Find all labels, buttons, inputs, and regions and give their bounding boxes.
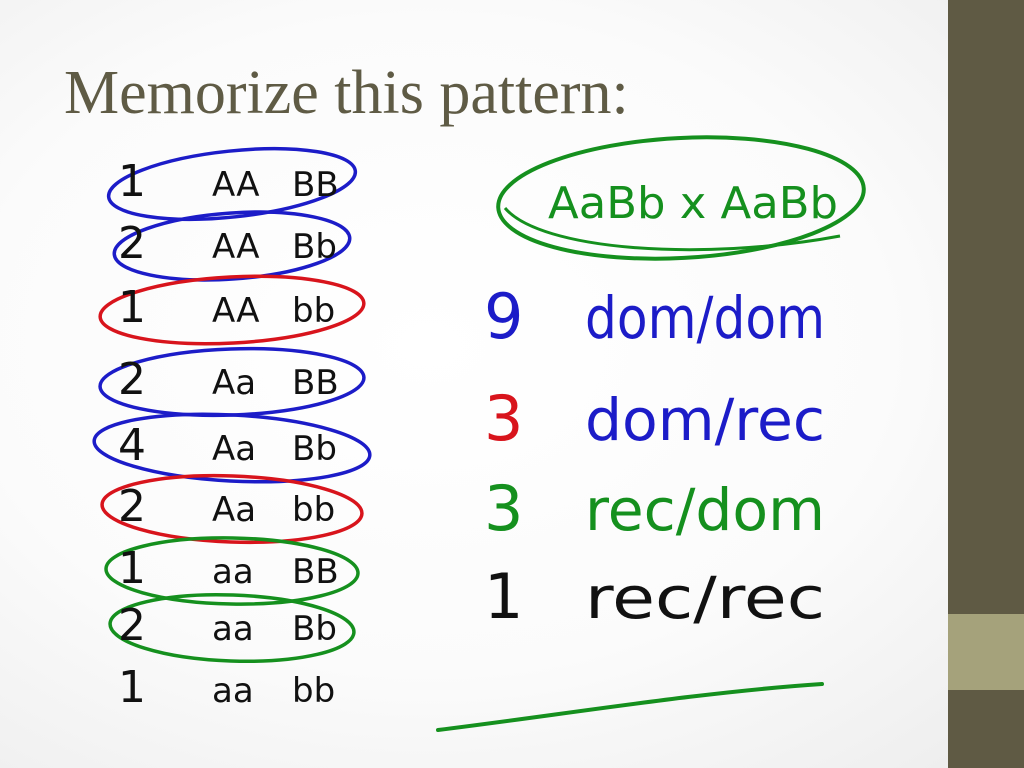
genotype-loop (112, 210, 352, 282)
genotype-count: 2 (118, 481, 146, 532)
phenotype-label: dom/dom (585, 284, 825, 352)
cross-text: AaBb x AaBb (548, 178, 838, 229)
phenotype-label: rec/dom (585, 476, 825, 544)
sidebar-accent-block (948, 614, 1024, 690)
genotype-a-pair: Aa (212, 490, 256, 530)
cross-loop (496, 135, 866, 261)
genotype-b-pair: BB (292, 552, 339, 592)
genotype-count: 1 (118, 156, 146, 207)
phenotype-count: 9 (484, 280, 523, 353)
phenotype-label: dom/rec (585, 386, 825, 454)
genotype-a-pair: AA (212, 291, 259, 331)
phenotype-count: 3 (484, 382, 523, 455)
genotype-count: 2 (118, 600, 146, 651)
cross-loop-tail (503, 207, 841, 252)
genotype-b-pair: Bb (292, 227, 337, 267)
genotype-b-pair: Bb (292, 609, 337, 649)
slide-title: Memorize this pattern: (64, 59, 629, 127)
phenotype-label: rec/rec (585, 564, 825, 632)
genotype-b-pair: BB (292, 165, 339, 205)
genotype-loop (104, 536, 360, 606)
phenotype-count: 1 (484, 560, 523, 633)
genotype-b-pair: bb (292, 291, 335, 331)
genotype-b-pair: bb (292, 490, 335, 530)
genotype-count: 1 (118, 543, 146, 594)
genotype-a-pair: aa (212, 609, 254, 649)
genotype-a-pair: AA (212, 165, 259, 205)
genotype-b-pair: BB (292, 363, 339, 403)
phenotype-list: 9 dom/dom 3 dom/rec 3 rec/dom 1 rec/rec (484, 280, 825, 633)
underline-stroke (436, 682, 824, 732)
genotype-a-pair: Aa (212, 363, 256, 403)
genotype-loop (100, 473, 364, 545)
cross-annotation: AaBb x AaBb (496, 135, 866, 261)
genotype-a-pair: aa (212, 671, 254, 711)
genotype-count: 2 (118, 218, 146, 269)
phenotype-count: 3 (484, 472, 523, 545)
genotype-count: 4 (118, 420, 146, 471)
genotype-a-pair: aa (212, 552, 254, 592)
genotype-loop (106, 146, 358, 222)
genotype-count: 1 (118, 662, 146, 713)
genotype-a-pair: Aa (212, 429, 256, 469)
genotype-loop (98, 274, 366, 346)
genotype-b-pair: Bb (292, 429, 337, 469)
genotype-b-pair: bb (292, 671, 335, 711)
genotype-loop (108, 592, 356, 664)
genotype-count: 2 (118, 354, 146, 405)
genotype-loops (92, 146, 372, 664)
genotype-count: 1 (118, 282, 146, 333)
genotype-a-pair: AA (212, 227, 259, 267)
genotype-loop (92, 412, 372, 484)
